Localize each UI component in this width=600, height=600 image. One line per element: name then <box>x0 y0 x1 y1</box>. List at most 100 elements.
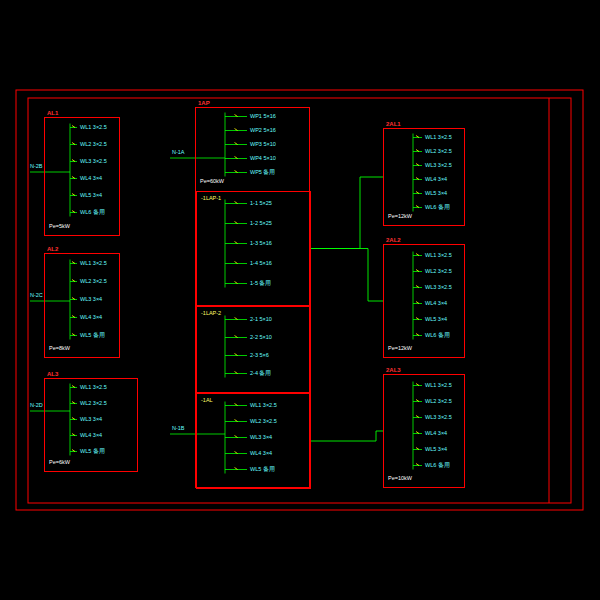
circuit-wire <box>70 178 77 179</box>
circuit-wire <box>413 449 422 450</box>
panel-load: Pe=6kW <box>49 459 70 466</box>
panel-load: Pe=12kW <box>388 213 412 220</box>
busbar <box>413 134 414 212</box>
feeder-cable <box>311 431 383 441</box>
circuit-wire <box>225 263 247 264</box>
circuit-label: WL5 备用 <box>80 448 105 455</box>
breaker-symbol <box>72 143 75 145</box>
distribution-panel: AL2Pe=8kW <box>44 253 120 358</box>
breaker-symbol <box>235 115 238 117</box>
circuit-label: 2-2 5×10 <box>250 334 272 341</box>
circuit-label: WL2 3×2.5 <box>80 400 107 407</box>
circuit-label: WL3 3×2.5 <box>425 162 452 169</box>
circuit-label: WL5 3×4 <box>425 316 447 323</box>
breaker-symbol <box>235 157 238 159</box>
breaker-symbol <box>72 402 75 404</box>
circuit-label: WL5 3×4 <box>80 192 102 199</box>
circuit-label: WL3 3×4 <box>80 296 102 303</box>
circuit-wire <box>225 158 247 159</box>
circuit-wire <box>413 179 422 180</box>
circuit-wire <box>413 271 422 272</box>
circuit-label: WL6 备用 <box>425 332 450 339</box>
circuit-label: 2-3 5×6 <box>250 352 269 359</box>
circuit-label: WL4 3×4 <box>425 176 447 183</box>
circuit-wire <box>70 299 77 300</box>
feeder-label: N-2B <box>30 163 43 170</box>
breaker-symbol <box>416 178 419 180</box>
circuit-label: WL6 备用 <box>425 204 450 211</box>
circuit-label: WL3 3×2.5 <box>80 158 107 165</box>
feeder-label: N-2D <box>30 402 43 409</box>
circuit-wire <box>413 319 422 320</box>
circuit-wire <box>70 451 77 452</box>
busbar <box>225 316 226 378</box>
breaker-symbol <box>72 334 75 336</box>
section-name: -1AL <box>201 397 213 404</box>
feeder-cable <box>311 249 383 302</box>
incoming-feeder <box>30 411 70 412</box>
outer-border <box>16 90 583 510</box>
panel-name: AL1 <box>47 110 58 117</box>
breaker-symbol <box>235 468 238 470</box>
circuit-label: WL4 3×4 <box>80 432 102 439</box>
circuit-wire <box>225 373 247 374</box>
circuit-label: WL1 3×2.5 <box>80 124 107 131</box>
circuit-label: WL5 备用 <box>80 332 105 339</box>
circuit-label: WP1 5×16 <box>250 113 276 120</box>
circuit-label: WL5 3×4 <box>425 190 447 197</box>
circuit-label: 2-1 5×10 <box>250 316 272 323</box>
circuit-label: WP4 5×10 <box>250 155 276 162</box>
breaker-symbol <box>235 452 238 454</box>
panel-name: 2AL2 <box>386 237 401 244</box>
circuit-wire <box>225 116 247 117</box>
breaker-symbol <box>416 464 419 466</box>
busbar <box>70 260 71 340</box>
breaker-symbol <box>416 150 419 152</box>
breaker-symbol <box>235 242 238 244</box>
panel-load: Pe=12kW <box>388 345 412 352</box>
circuit-wire <box>225 319 247 320</box>
circuit-label: WL2 3×2.5 <box>80 278 107 285</box>
circuit-label: 1-3 5×16 <box>250 240 272 247</box>
breaker-symbol <box>416 432 419 434</box>
breaker-symbol <box>235 436 238 438</box>
inner-border <box>28 98 571 503</box>
circuit-label: WP3 5×10 <box>250 141 276 148</box>
breaker-symbol <box>72 160 75 162</box>
breaker-symbol <box>416 400 419 402</box>
circuit-wire <box>413 401 422 402</box>
circuit-wire <box>225 130 247 131</box>
circuit-wire <box>413 417 422 418</box>
incoming-feeder <box>30 301 70 302</box>
panel-section: -1LAP-1 <box>196 191 311 306</box>
breaker-symbol <box>72 434 75 436</box>
breaker-symbol <box>72 450 75 452</box>
circuit-label: WL4 3×4 <box>250 450 272 457</box>
breaker-symbol <box>416 164 419 166</box>
panel-load: Pe=8kW <box>49 345 70 352</box>
panel-name: AL3 <box>47 371 58 378</box>
circuit-wire <box>413 335 422 336</box>
circuit-label: 1-1 5×25 <box>250 200 272 207</box>
circuit-label: WL2 3×2.5 <box>80 141 107 148</box>
circuit-wire <box>413 303 422 304</box>
circuit-label: WL1 3×2.5 <box>425 252 452 259</box>
breaker-symbol <box>235 171 238 173</box>
busbar <box>225 402 226 474</box>
breaker-symbol <box>416 270 419 272</box>
busbar <box>225 113 226 177</box>
breaker-symbol <box>416 286 419 288</box>
circuit-label: WL2 3×2.5 <box>425 398 452 405</box>
breaker-symbol <box>235 318 238 320</box>
circuit-wire <box>413 137 422 138</box>
breaker-symbol <box>235 420 238 422</box>
circuit-label: WL1 3×2.5 <box>425 134 452 141</box>
title-block-line <box>549 98 550 503</box>
circuit-wire <box>70 127 77 128</box>
circuit-wire <box>70 281 77 282</box>
circuit-label: WL3 3×2.5 <box>425 414 452 421</box>
breaker-symbol <box>416 136 419 138</box>
busbar <box>413 382 414 470</box>
circuit-wire <box>225 144 247 145</box>
circuit-label: WL3 3×4 <box>80 416 102 423</box>
